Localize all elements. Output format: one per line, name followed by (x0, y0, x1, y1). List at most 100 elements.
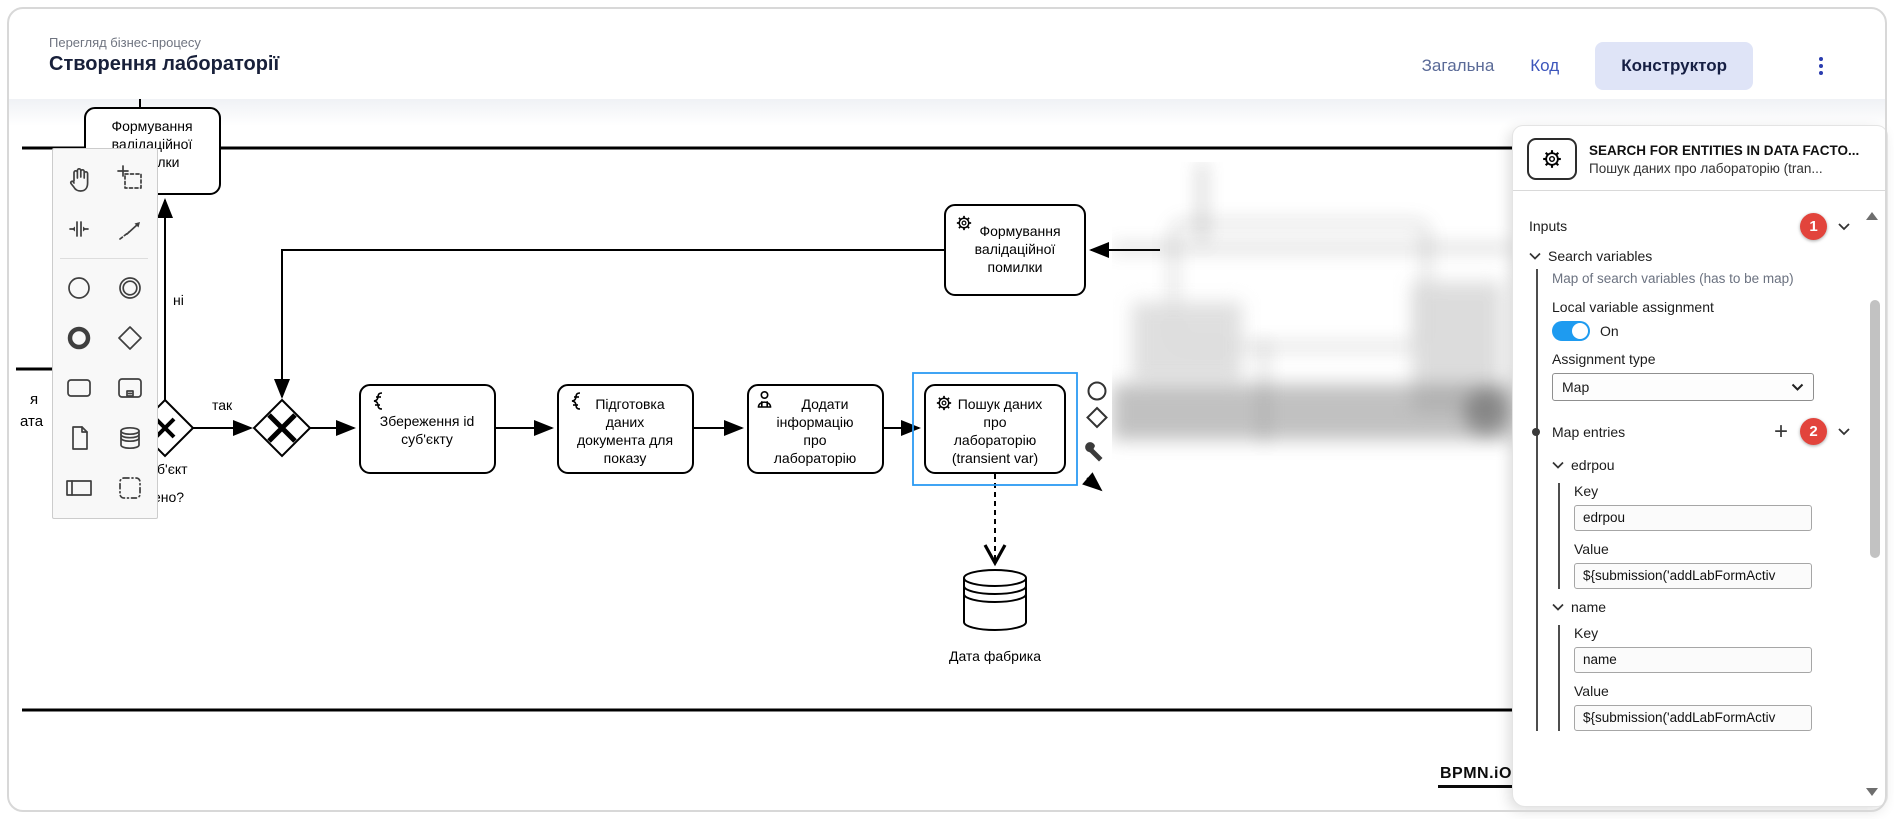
tab-constructor[interactable]: Конструктор (1595, 42, 1753, 90)
bpmn-task-search-lab-data[interactable]: Пошук даних про лабораторію (transient v… (924, 384, 1066, 474)
tree-bullet (1532, 427, 1540, 436)
value-label: Value (1574, 682, 1609, 699)
svg-text:лабораторію: лабораторію (774, 450, 856, 466)
key-label: Key (1574, 482, 1599, 499)
chevron-down-icon (1552, 461, 1564, 469)
annotation-badge-1: 1 (1800, 212, 1827, 240)
create-intermediate-event[interactable] (104, 263, 155, 313)
svg-text:даних: даних (606, 414, 645, 430)
create-subprocess[interactable] (104, 363, 155, 413)
page-header: Перегляд бізнес-процесу Створення лабора… (9, 9, 1885, 99)
map-entries-label: Map entries (1552, 423, 1626, 440)
bpmn-task-add-lab-info[interactable]: Додати інформацію про лабораторію (747, 384, 884, 474)
chevron-down-icon (1791, 383, 1804, 391)
wrench-icon[interactable] (1085, 442, 1103, 462)
map-entry-name: name (1571, 598, 1607, 615)
map-entry-header[interactable]: edrpou (1552, 457, 1851, 473)
breadcrumb: Перегляд бізнес-процесу (49, 35, 201, 50)
gateway-question-fragment: б'єкт (157, 461, 188, 477)
lasso-tool[interactable] (104, 154, 155, 204)
tab-general[interactable]: Загальна (1421, 56, 1495, 75)
chevron-down-icon (1529, 252, 1541, 260)
palette-separator (60, 258, 148, 259)
map-entry-name: edrpou (1571, 456, 1615, 473)
svg-text:про: про (983, 414, 1006, 430)
append-gateway-icon[interactable] (1086, 406, 1108, 429)
flow-label-no: ні (173, 292, 184, 308)
chevron-down-icon[interactable] (1837, 427, 1851, 436)
svg-text:суб'єкту: суб'єкту (401, 431, 453, 447)
bpmn-io-watermark[interactable]: BPMN.iO (1438, 765, 1514, 788)
bpmn-gateway-merge[interactable] (252, 398, 312, 458)
svg-text:інформацію: інформацію (777, 414, 854, 430)
create-end-event[interactable] (53, 313, 104, 363)
map-entry-header[interactable]: name (1552, 599, 1851, 615)
page-title: Створення лабораторії (49, 53, 280, 75)
hand-tool[interactable] (53, 154, 104, 204)
element-type-title: SEARCH FOR ENTITIES IN DATA FACTO... (1589, 142, 1860, 158)
search-variables-header[interactable]: Search variables (1529, 248, 1851, 264)
create-data-store[interactable] (104, 413, 155, 463)
search-variables-body: Map of search variables (has to be map) … (1532, 269, 1851, 731)
local-assignment-toggle[interactable] (1552, 320, 1590, 341)
map-entry-value-input[interactable] (1574, 562, 1812, 589)
svg-text:(transient var): (transient var) (952, 450, 1038, 466)
bpmn-data-store[interactable] (963, 569, 1027, 631)
map-entry-key-input[interactable] (1574, 504, 1812, 531)
flow-error-loop[interactable] (274, 249, 945, 399)
search-variables-label: Search variables (1548, 248, 1653, 264)
append-event-icon[interactable] (1087, 381, 1107, 401)
create-group[interactable] (104, 463, 155, 513)
context-pad (1082, 381, 1108, 492)
create-start-event[interactable] (53, 263, 104, 313)
toggle-state-text: On (1600, 322, 1619, 339)
svg-text:Пошук даних: Пошук даних (958, 396, 1043, 412)
inputs-section-header[interactable]: Inputs 1 (1527, 208, 1851, 244)
bpmn-task-save-subject-id[interactable]: Збереження id суб'єкту (359, 384, 496, 474)
properties-panel-body: Inputs 1 Search variables Map of search … (1513, 198, 1887, 806)
annotation-badge-2: 2 (1800, 418, 1827, 446)
create-participant[interactable] (53, 463, 104, 513)
scrollbar-up-arrow[interactable] (1866, 212, 1878, 220)
value-label: Value (1574, 540, 1609, 557)
assignment-type-label: Assignment type (1552, 350, 1656, 367)
search-variables-description: Map of search variables (has to be map) (1552, 271, 1794, 286)
create-gateway[interactable] (104, 313, 155, 363)
properties-panel: SEARCH FOR ENTITIES IN DATA FACTO... Пош… (1513, 126, 1887, 806)
scrollbar-thumb[interactable] (1870, 300, 1880, 558)
svg-text:документа для: документа для (577, 432, 673, 448)
map-entry-value-input[interactable] (1574, 704, 1812, 731)
assignment-type-select[interactable]: Map (1552, 372, 1814, 401)
map-entries-header[interactable]: Map entries + 2 (1532, 417, 1851, 447)
key-label: Key (1574, 624, 1599, 641)
bpmn-palette (52, 148, 158, 519)
inputs-section-label: Inputs (1529, 218, 1568, 234)
space-tool[interactable] (53, 204, 104, 254)
add-map-entry-button[interactable]: + (1773, 417, 1788, 445)
bpmn-task-prepare-document-data[interactable]: Підготовка даних документа для показу (557, 384, 694, 474)
data-store-label: Дата фабрика (949, 648, 1041, 664)
map-entry-key-input[interactable] (1574, 646, 1812, 673)
service-task-gear-icon (1527, 138, 1577, 180)
create-task[interactable] (53, 363, 104, 413)
chevron-down-icon (1552, 603, 1564, 611)
local-assignment-label: Local variable assignment (1552, 298, 1714, 315)
bpmn-task-validation-error[interactable]: Формування валідаційної помилки (944, 204, 1086, 296)
svg-text:Підготовка: Підготовка (595, 396, 665, 412)
lane-label-fragment: я (30, 391, 38, 408)
svg-text:Збереження id: Збереження id (380, 413, 475, 429)
canvas-top-gradient (9, 96, 1885, 126)
global-connect-tool[interactable] (104, 204, 155, 254)
tab-code[interactable]: Код (1530, 56, 1560, 75)
svg-text:Додати: Додати (802, 396, 849, 412)
connect-icon[interactable] (1082, 472, 1103, 492)
create-data-object[interactable] (53, 413, 104, 463)
kebab-menu-icon[interactable] (1815, 53, 1827, 79)
svg-text:показу: показу (604, 450, 647, 466)
scrollbar-down-arrow[interactable] (1866, 788, 1878, 796)
tab-bar: Загальна Код Конструктор (1422, 42, 1827, 90)
chevron-down-icon[interactable] (1837, 222, 1851, 231)
selection-frame (912, 372, 1078, 486)
